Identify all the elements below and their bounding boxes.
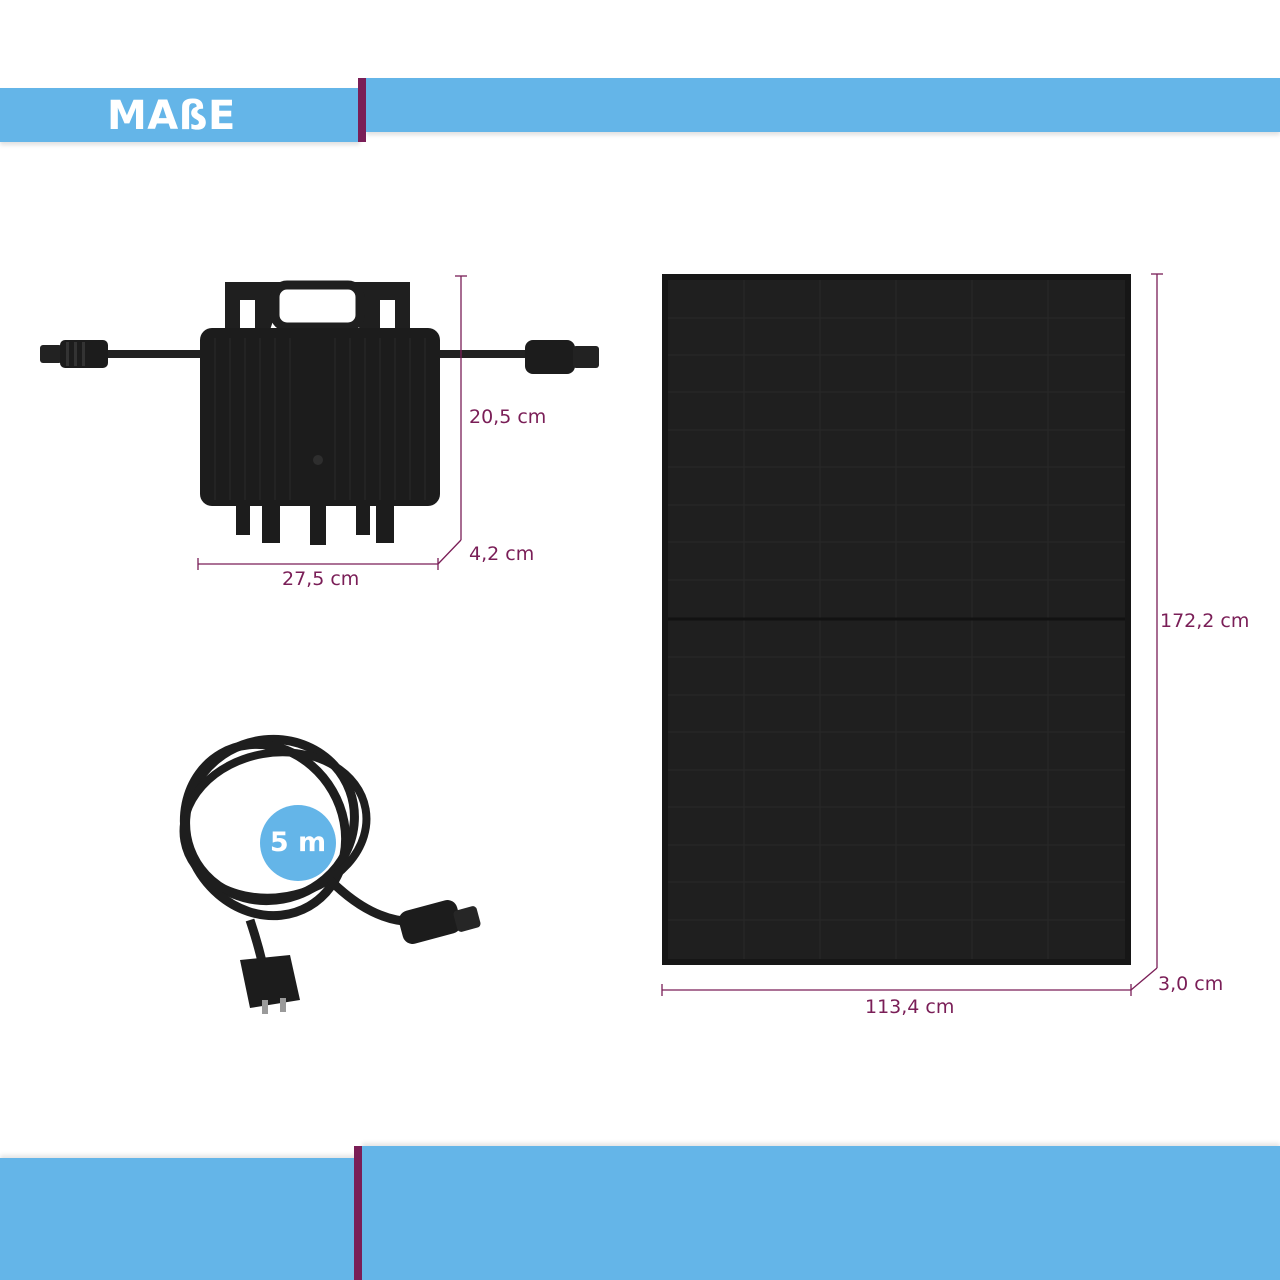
page-title: MAßE xyxy=(107,93,236,139)
panel-width-label: 113,4 cm xyxy=(865,996,955,1018)
microinverter-image xyxy=(40,280,599,545)
inverter-width-label: 27,5 cm xyxy=(282,568,360,590)
footer-band-right xyxy=(362,1146,1280,1280)
footer-band-left xyxy=(0,1158,358,1280)
cable-plugs xyxy=(240,900,481,1014)
panel-dimension-lines xyxy=(661,273,1163,996)
header-band-left xyxy=(0,88,360,142)
panel-height-label: 172,2 cm xyxy=(1160,610,1250,632)
header-separator xyxy=(358,78,366,142)
inverter-dimension-lines xyxy=(197,275,467,570)
inverter-depth-label: 4,2 cm xyxy=(469,543,535,565)
solar-panel-image xyxy=(662,274,1131,965)
panel-depth-label: 3,0 cm xyxy=(1158,973,1224,995)
inverter-height-label: 20,5 cm xyxy=(469,406,547,428)
cable-length-badge: 5 m xyxy=(260,805,336,881)
header-band-right xyxy=(366,78,1280,132)
footer-separator xyxy=(354,1146,362,1280)
